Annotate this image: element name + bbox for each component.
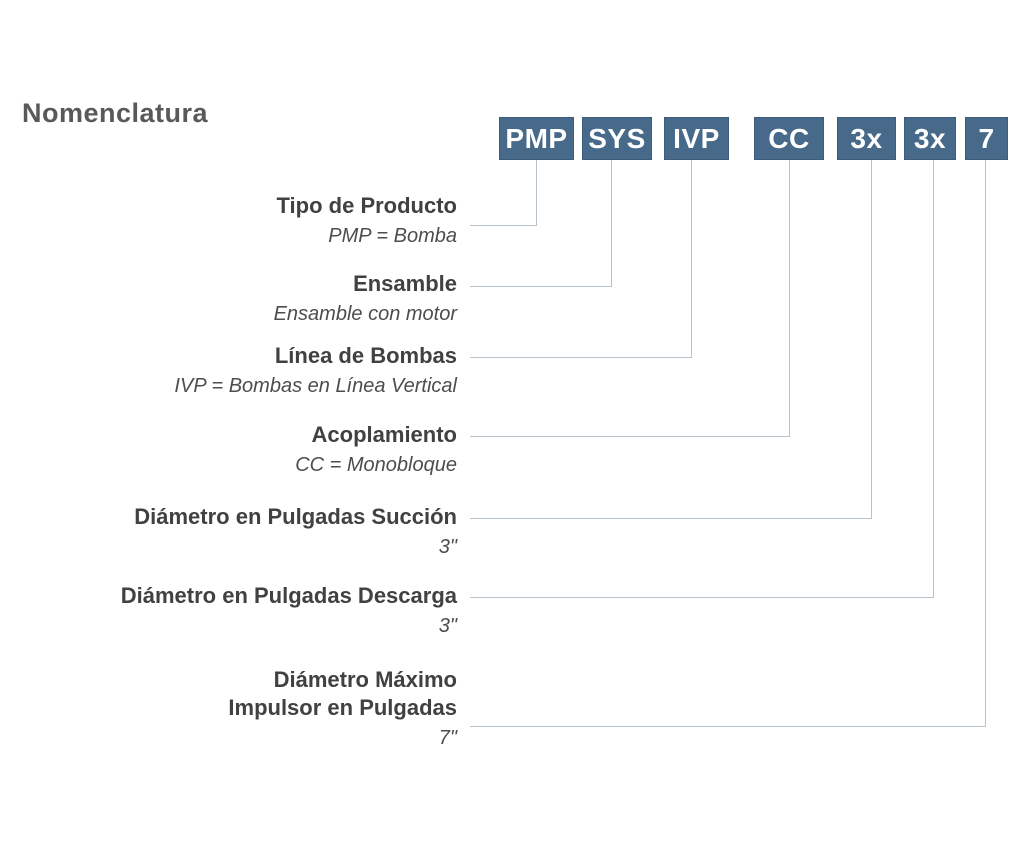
code-box-assembly: SYS bbox=[582, 117, 652, 160]
row-impeller-diameter-title: Diámetro Máximo Impulsor en Pulgadas bbox=[228, 667, 457, 720]
row-product-type-title: Tipo de Producto bbox=[276, 193, 457, 218]
connector-coupling bbox=[470, 160, 790, 437]
row-pump-line-subtitle: IVP = Bombas en Línea Vertical bbox=[174, 375, 457, 397]
row-coupling-subtitle: CC = Monobloque bbox=[295, 454, 457, 476]
row-suction-diameter-subtitle: 3" bbox=[438, 536, 457, 558]
row-impeller-diameter-subtitle: 7" bbox=[438, 727, 457, 749]
row-discharge-diameter: Diámetro en Pulgadas Descarga 3" bbox=[0, 582, 457, 639]
code-box-suction-diameter: 3x bbox=[837, 117, 896, 160]
code-box-product-type: PMP bbox=[499, 117, 574, 160]
row-coupling: Acoplamiento CC = Monobloque bbox=[0, 421, 457, 478]
row-coupling-title: Acoplamiento bbox=[311, 422, 457, 447]
connector-impeller-diameter bbox=[470, 160, 986, 727]
row-product-type-subtitle: PMP = Bomba bbox=[328, 225, 457, 247]
connector-product-type bbox=[470, 160, 537, 226]
row-assembly-subtitle: Ensamble con motor bbox=[273, 303, 457, 325]
connector-suction-diameter bbox=[470, 160, 872, 519]
row-suction-diameter: Diámetro en Pulgadas Succión 3" bbox=[0, 503, 457, 560]
connector-assembly bbox=[470, 160, 612, 287]
code-box-pump-line: IVP bbox=[664, 117, 729, 160]
row-product-type: Tipo de Producto PMP = Bomba bbox=[0, 192, 457, 249]
connector-discharge-diameter bbox=[470, 160, 934, 598]
row-pump-line-title: Línea de Bombas bbox=[274, 343, 457, 368]
row-discharge-diameter-title: Diámetro en Pulgadas Descarga bbox=[120, 583, 457, 608]
page-title: Nomenclatura bbox=[22, 98, 209, 128]
connector-pump-line bbox=[470, 160, 692, 358]
row-assembly-title: Ensamble bbox=[353, 271, 457, 296]
code-box-impeller-diameter: 7 bbox=[965, 117, 1008, 160]
row-assembly: Ensamble Ensamble con motor bbox=[0, 270, 457, 327]
row-impeller-diameter: Diámetro Máximo Impulsor en Pulgadas 7" bbox=[0, 666, 457, 751]
row-discharge-diameter-subtitle: 3" bbox=[438, 615, 457, 637]
code-box-coupling: CC bbox=[754, 117, 824, 160]
row-suction-diameter-title: Diámetro en Pulgadas Succión bbox=[134, 504, 457, 529]
code-box-discharge-diameter: 3x bbox=[904, 117, 956, 160]
row-pump-line: Línea de Bombas IVP = Bombas en Línea Ve… bbox=[0, 342, 457, 399]
